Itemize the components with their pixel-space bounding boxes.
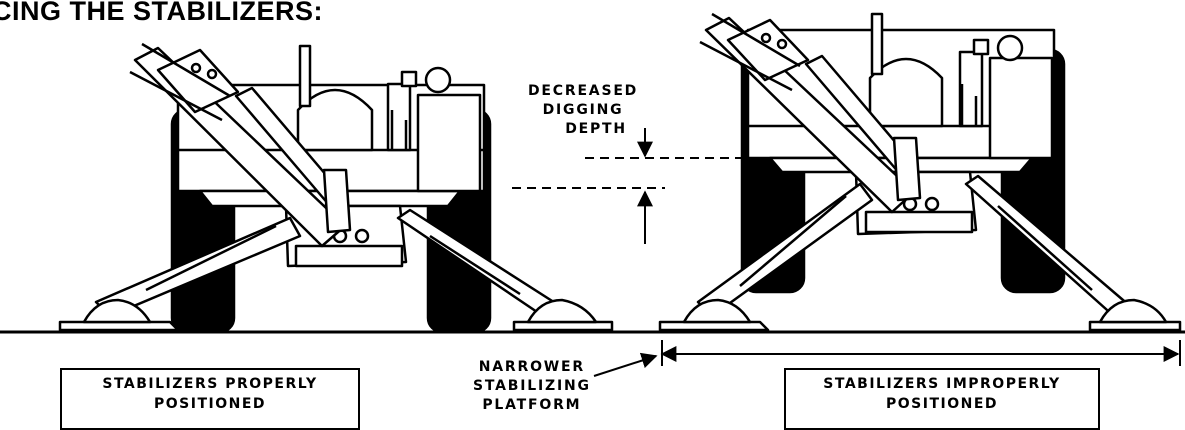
caption-left-line-2: POSITIONED <box>153 396 266 412</box>
backhoe-left <box>58 42 614 334</box>
page-title: CING THE STABILIZERS: <box>0 0 323 26</box>
depth-label-line-2: DIGGING <box>542 102 624 118</box>
depth-label-line-1: DECREASED <box>528 83 639 99</box>
caption-left-line-1: STABILIZERS PROPERLY <box>102 376 318 392</box>
narrower-leader-arrow <box>593 352 658 377</box>
narrower-label-line-1: NARROWER <box>478 359 585 375</box>
narrower-platform-label: NARROWER STABILIZING PLATFORM <box>473 358 591 415</box>
backhoe-right <box>658 12 1182 332</box>
decreased-digging-depth-label: DECREASED DIGGING DEPTH <box>528 82 638 139</box>
depth-label-line-3: DEPTH <box>565 121 627 137</box>
caption-right-line-1: STABILIZERS IMPROPERLY <box>823 376 1061 392</box>
narrower-label-line-3: PLATFORM <box>482 397 582 413</box>
caption-right-line-2: POSITIONED <box>885 396 998 412</box>
caption-improperly-positioned: STABILIZERS IMPROPERLY POSITIONED <box>784 368 1100 430</box>
narrower-label-line-2: STABILIZING <box>473 378 591 394</box>
caption-properly-positioned: STABILIZERS PROPERLY POSITIONED <box>60 368 360 430</box>
